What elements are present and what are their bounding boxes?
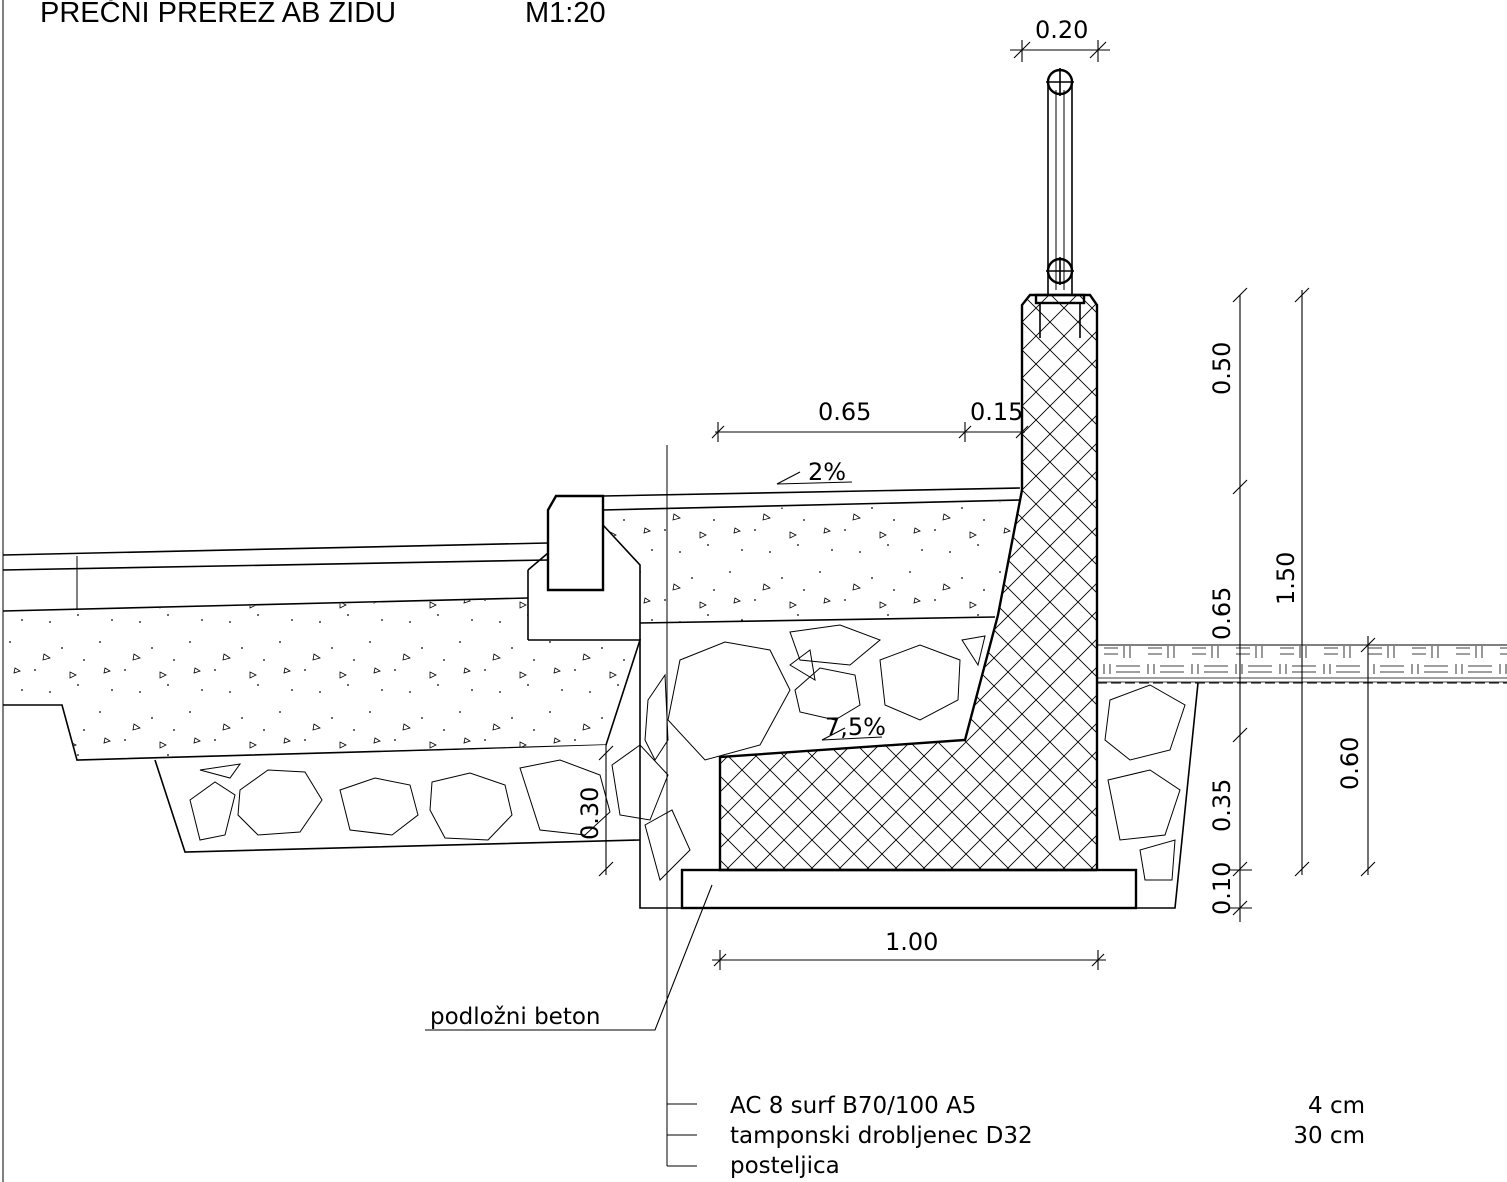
sidewalk-slab <box>603 502 1020 624</box>
curb <box>527 487 1021 640</box>
legend-layer-1-label: AC 8 surf B70/100 A5 <box>730 1093 976 1119</box>
drawing-scale: M1:20 <box>525 0 606 29</box>
dim-lean-concrete: 0.10 <box>1208 862 1236 915</box>
lean-concrete-pad <box>680 868 1138 910</box>
layer-legend <box>666 445 697 1167</box>
legend-layer-2-label: tamponski drobljenec D32 <box>730 1123 1033 1149</box>
road-structure-left <box>2 542 642 853</box>
dim-curb-offset: 0.15 <box>970 398 1023 426</box>
dim-footing-height: 0.35 <box>1208 779 1236 832</box>
legend-layer-2-thickness: 30 cm <box>1293 1123 1365 1149</box>
dim-subbase-depth: 0.30 <box>576 787 604 840</box>
railing <box>1034 68 1086 338</box>
gravel-fill <box>611 624 986 909</box>
legend-layer-1-thickness: 4 cm <box>1308 1093 1365 1119</box>
legend-layer-3-label: posteljica <box>730 1153 840 1179</box>
slope-top-label: 2% <box>808 458 846 486</box>
dim-embedment: 0.60 <box>1336 737 1364 790</box>
dimension-lines <box>598 40 1376 970</box>
dim-wall-top: 0.50 <box>1208 342 1236 395</box>
dim-wall-total: 1.50 <box>1272 552 1300 605</box>
drawing-title: PREČNI PREREZ AB ZIDU <box>40 0 396 29</box>
slope-foundation-label: 7,5% <box>825 713 886 741</box>
dim-footing-width: 1.00 <box>885 928 938 956</box>
lean-concrete-callout <box>425 884 713 1031</box>
lean-concrete-label: podložni beton <box>430 1004 601 1030</box>
dim-slab-width: 0.65 <box>818 398 871 426</box>
dim-railing-width: 0.20 <box>1035 16 1088 44</box>
dim-wall-mid: 0.65 <box>1208 587 1236 640</box>
